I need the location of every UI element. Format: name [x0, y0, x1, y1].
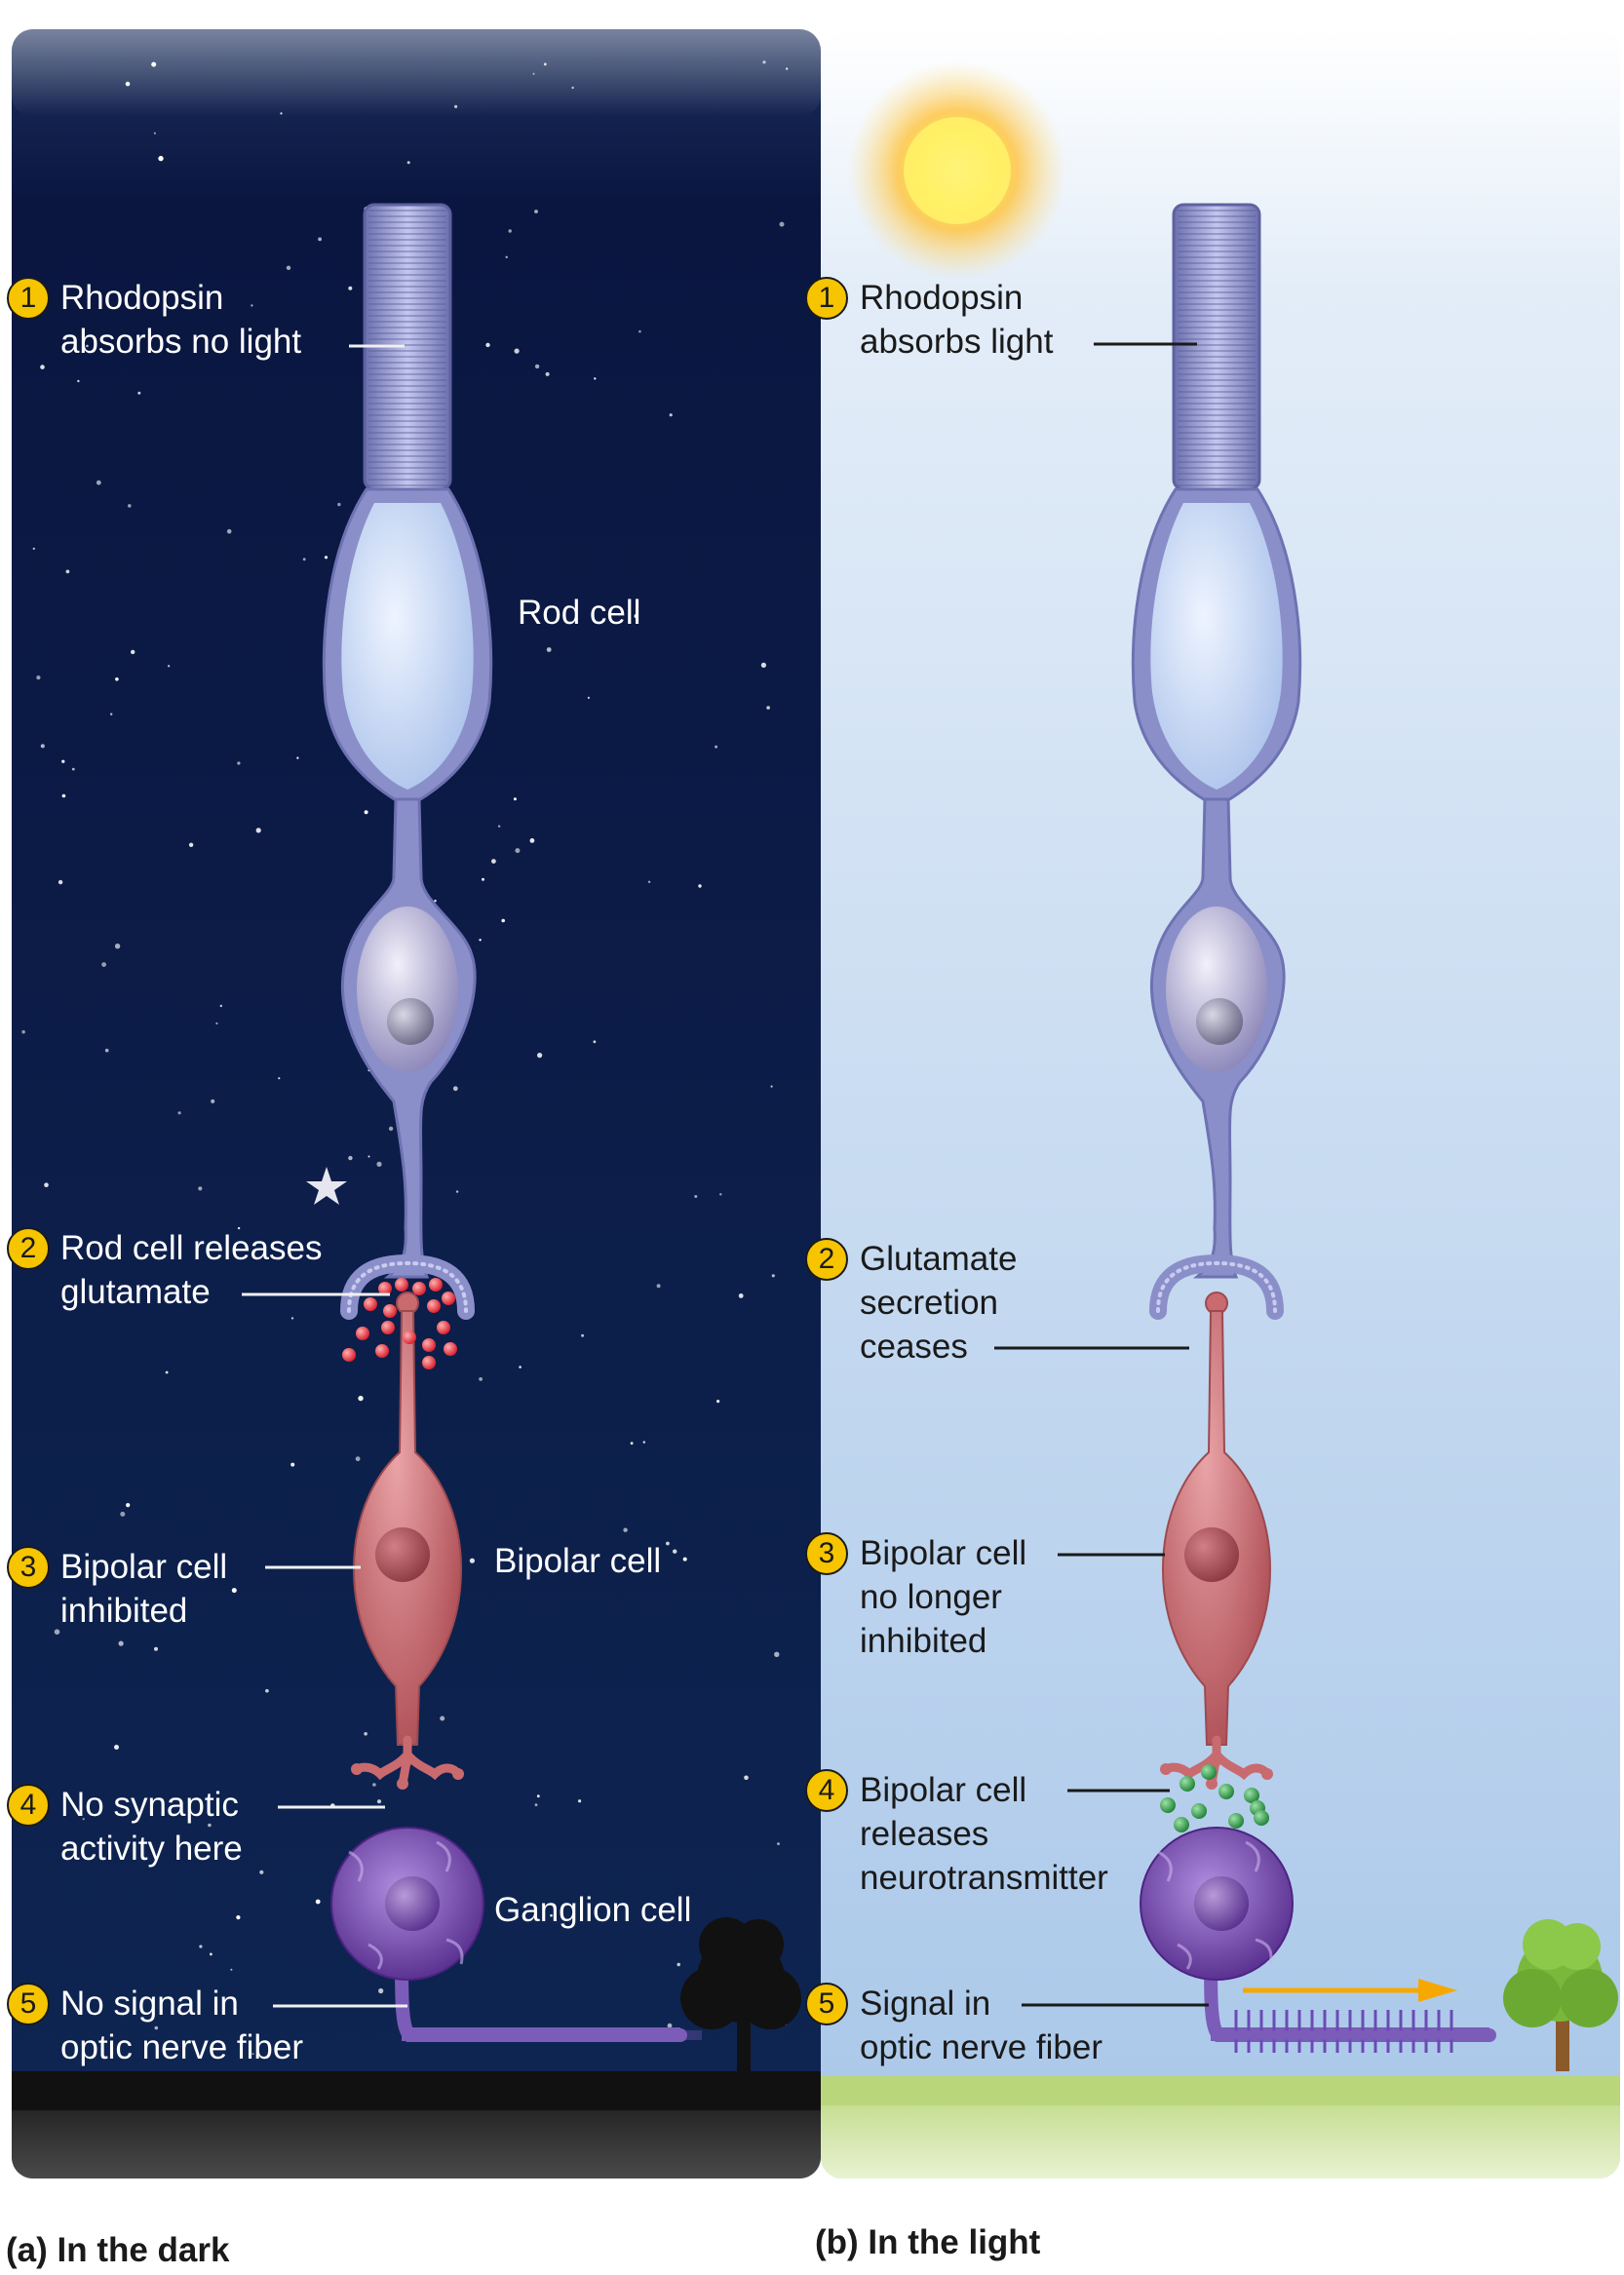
star-icon	[306, 1167, 347, 1205]
step-badge: 3	[805, 1532, 848, 1575]
step-badge: 4	[7, 1784, 50, 1827]
tree-icon	[1503, 1919, 1618, 2071]
step-badge: 5	[805, 1983, 848, 2025]
caption-dark: (a) In the dark	[6, 2231, 230, 2269]
step-badge: 2	[7, 1227, 50, 1270]
optic-nerve-signal	[1228, 2010, 1487, 2053]
ganglion-cell-label: Ganglion cell	[494, 1891, 692, 1929]
step-badge: 4	[805, 1769, 848, 1812]
caption-light: (b) In the light	[815, 2223, 1041, 2261]
glutamate-vesicles	[342, 1278, 457, 1369]
rod-cell-label: Rod cell	[518, 594, 641, 632]
leader-lines-light	[994, 342, 1209, 2007]
step-badge: 3	[7, 1546, 50, 1589]
bipolar-cell-label: Bipolar cell	[494, 1542, 662, 1580]
step-badge: 1	[805, 277, 848, 320]
leader-lines-dark	[242, 344, 407, 2008]
tree-silhouette-icon	[680, 1917, 801, 2076]
neurotransmitter-vesicles	[1160, 1764, 1269, 1832]
step-badge: 2	[805, 1238, 848, 1281]
step-badge: 1	[7, 277, 50, 320]
step-badge: 5	[7, 1983, 50, 2025]
